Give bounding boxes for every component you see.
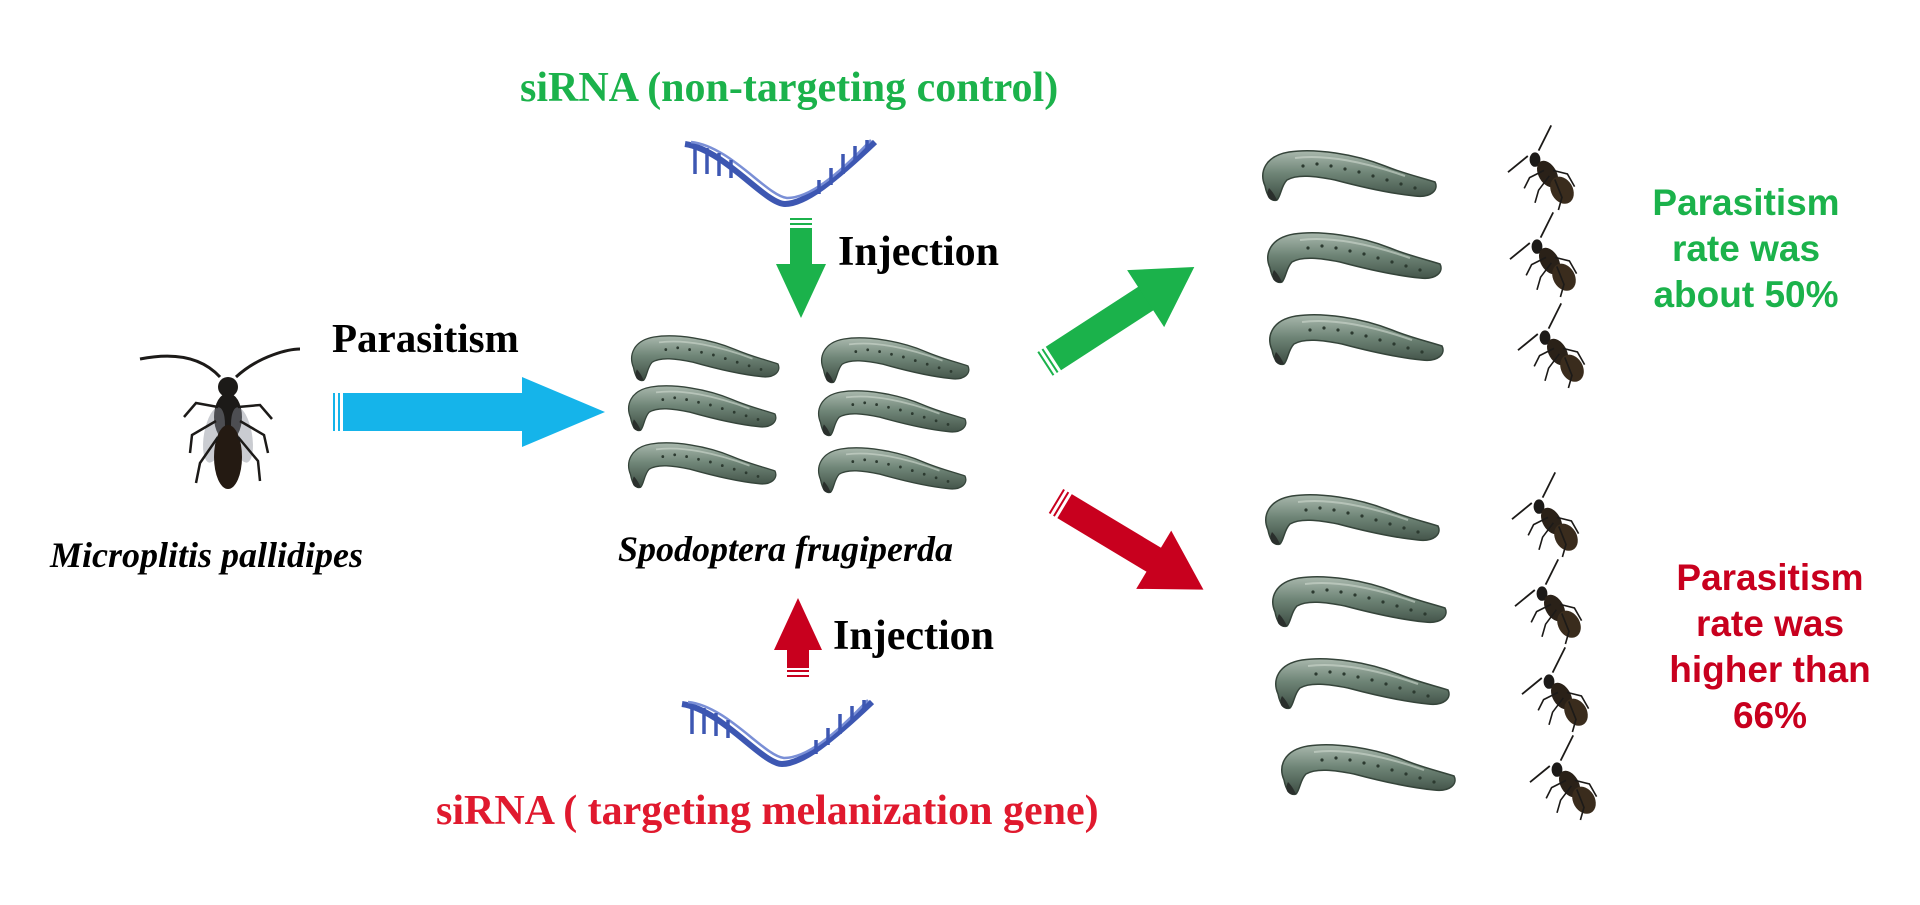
host-species-label: Spodoptera frugiperda	[618, 529, 954, 569]
arrow-icon	[333, 377, 605, 447]
arrow-icon	[1048, 488, 1204, 590]
larva-icon	[1266, 231, 1443, 284]
control-outcome-group	[1261, 124, 1590, 389]
control-result-line: rate was	[1671, 228, 1821, 269]
control-result-text: Parasitism rate was about 50%	[1626, 180, 1866, 318]
arrow-icon	[776, 218, 826, 318]
treatment-result-line: Parasitism	[1676, 557, 1864, 598]
sirna-treatment-label: siRNA ( targeting melanization gene)	[436, 788, 1099, 834]
larva-icon	[820, 336, 970, 384]
treatment-outcome-group	[1264, 471, 1602, 821]
injection-label-bottom: Injection	[833, 613, 994, 659]
wasp-icon	[139, 347, 301, 489]
treatment-result-line: 66%	[1732, 695, 1808, 736]
control-result-line: Parasitism	[1652, 182, 1840, 223]
larva-icon	[630, 334, 780, 382]
injection-label-top: Injection	[838, 229, 999, 275]
wasp-icon	[1507, 124, 1580, 211]
larva-icon	[1274, 657, 1451, 710]
wasp-icon	[1521, 646, 1594, 733]
treatment-result-line: rate was	[1695, 603, 1845, 644]
wasp-icon	[1514, 558, 1587, 645]
larva-icon	[1280, 743, 1457, 796]
sirna-icon	[685, 140, 875, 204]
wasp-icon	[1517, 302, 1590, 389]
sirna-icon	[682, 700, 872, 764]
larva-icon	[627, 441, 777, 489]
larva-icon	[627, 384, 777, 432]
arrow-icon	[774, 598, 822, 677]
treatment-result-line: higher than	[1669, 649, 1871, 690]
wasp-icon	[1529, 734, 1602, 821]
parasitism-label: Parasitism	[332, 315, 519, 361]
larva-icon	[817, 446, 967, 494]
sirna-control-label: siRNA (non-targeting control)	[520, 65, 1059, 111]
host-larvae-group	[627, 334, 970, 494]
treatment-result-text: Parasitism rate was higher than 66%	[1650, 555, 1890, 739]
larva-icon	[1261, 149, 1438, 202]
larva-icon	[1264, 493, 1441, 546]
larva-icon	[1271, 575, 1448, 628]
wasp-icon	[1511, 471, 1584, 558]
control-result-line: about 50%	[1653, 274, 1839, 315]
wasp-species-label: Microplitis pallidipes	[50, 535, 364, 575]
larva-icon	[817, 389, 967, 437]
wasp-icon	[1509, 211, 1582, 298]
larva-icon	[1268, 313, 1445, 366]
arrow-icon	[1037, 267, 1195, 376]
